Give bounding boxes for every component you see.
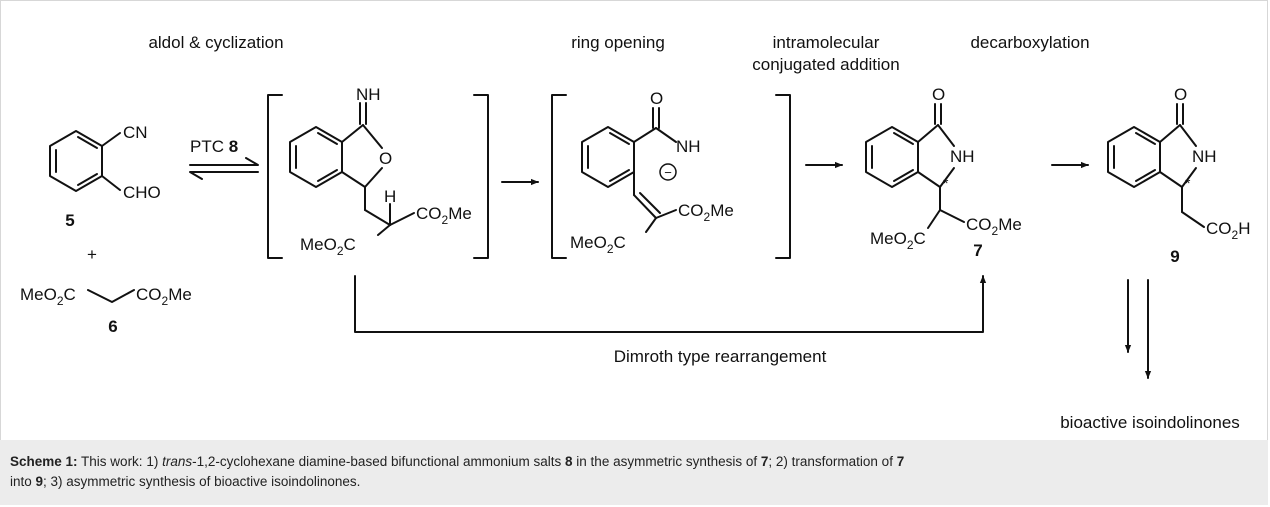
stage-label-aldol: aldol & cyclization bbox=[148, 33, 283, 52]
intermediate-iminolactone-bracket bbox=[267, 94, 489, 259]
catalyst-label: PTC 8 bbox=[190, 137, 238, 156]
compound-7-structure: O NH * CO2Me MeO2C bbox=[865, 85, 1022, 252]
compound-number-5: 5 bbox=[65, 211, 74, 230]
ester-right-label: CO2Me bbox=[416, 204, 472, 227]
aldehyde-label: CHO bbox=[123, 183, 161, 202]
compound-9-structure: O NH * CO2H bbox=[1107, 85, 1250, 242]
compound-number-9: 9 bbox=[1170, 247, 1179, 266]
negative-charge-icon bbox=[659, 163, 677, 181]
caption-scheme-label: Scheme 1: bbox=[10, 454, 78, 469]
reaction-scheme: aldol & cyclization ring opening intramo… bbox=[20, 33, 1250, 432]
carboxylic-acid-label: CO2H bbox=[1206, 219, 1250, 242]
lactam-nh-label: NH bbox=[1192, 147, 1217, 166]
ring-oxygen-label: O bbox=[379, 149, 392, 168]
intermediate-amide-anion-bracket bbox=[551, 94, 791, 259]
plus-sign: + bbox=[87, 245, 97, 264]
carbonyl-o-label: O bbox=[932, 85, 945, 104]
ester-left-label: MeO2C bbox=[870, 229, 926, 252]
imine-nh-label: NH bbox=[356, 85, 381, 104]
ester-right-label: CO2Me bbox=[678, 201, 734, 224]
product-label: bioactive isoindolinones bbox=[1060, 413, 1240, 432]
ester-right-label: CO2Me bbox=[966, 215, 1022, 238]
stage-label-ring-opening: ring opening bbox=[571, 33, 665, 52]
compound-number-6: 6 bbox=[108, 317, 117, 336]
ester-right-label: CO2Me bbox=[136, 285, 192, 308]
stereocenter-star: * bbox=[1185, 175, 1191, 191]
stage-label-conjugated-addition: conjugated addition bbox=[752, 55, 899, 74]
compound-6-structure: MeO2C CO2Me bbox=[20, 285, 192, 308]
methine-h-label: H bbox=[384, 187, 396, 206]
ester-left-label: MeO2C bbox=[300, 235, 356, 258]
carbonyl-o-label: O bbox=[650, 89, 663, 108]
stage-label-decarboxylation: decarboxylation bbox=[970, 33, 1089, 52]
benzene-ring bbox=[49, 130, 103, 192]
equilibrium-arrows bbox=[189, 157, 259, 180]
amide-nh-label: NH bbox=[676, 137, 701, 156]
dimroth-rearrangement-arrow bbox=[354, 275, 987, 333]
ester-left-label: MeO2C bbox=[20, 285, 76, 308]
intermediate-iminolactone-structure: NH O H CO2Me MeO2C bbox=[289, 85, 472, 258]
compound-number-7: 7 bbox=[973, 241, 982, 260]
scheme-caption: Scheme 1: This work: 1) trans-1,2-cycloh… bbox=[0, 440, 1268, 505]
intermediate-amide-anion-structure: O NH − CO2Me MeO2C bbox=[570, 89, 734, 256]
compound-5-structure: CN CHO bbox=[49, 123, 161, 202]
carbonyl-o-label: O bbox=[1174, 85, 1187, 104]
svg-text:−: − bbox=[664, 165, 672, 180]
ester-left-label: MeO2C bbox=[570, 233, 626, 256]
dimroth-rearrangement-label: Dimroth type rearrangement bbox=[614, 347, 827, 366]
stage-label-intramolecular: intramolecular bbox=[773, 33, 880, 52]
nitrile-label: CN bbox=[123, 123, 148, 142]
stereocenter-star: * bbox=[943, 175, 949, 191]
lactam-nh-label: NH bbox=[950, 147, 975, 166]
